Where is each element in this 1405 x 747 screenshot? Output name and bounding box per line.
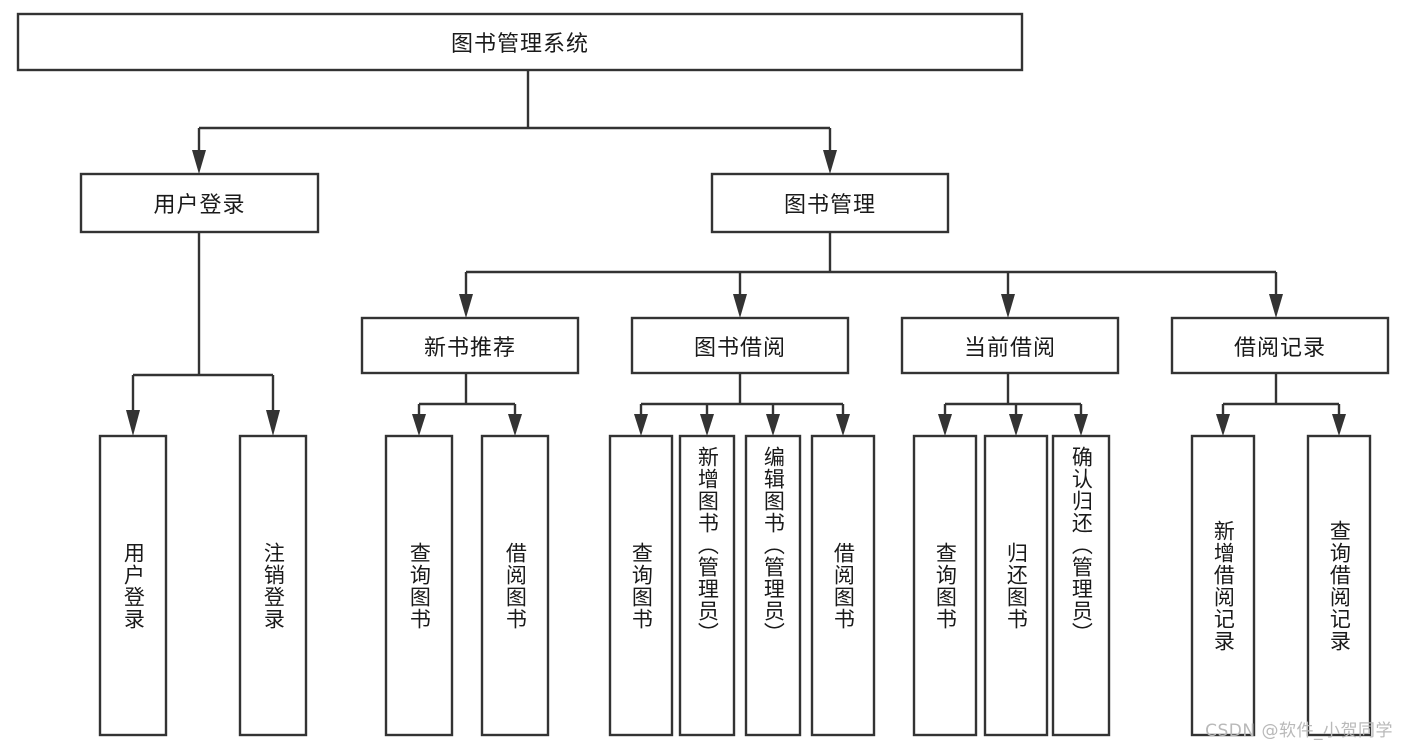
node-box-leaf-cur-query-book[interactable] [912,434,978,737]
node-box-book-borrow[interactable] [630,316,850,375]
arrow-head-book-manage [823,150,837,174]
arrow-head-leaf-borrow-edit-book [766,414,780,436]
node-box-leaf-borrow-edit-book[interactable] [744,434,802,737]
arrow-head-borrow-record [1269,294,1283,318]
arrow-head-leaf-borrow-borrow-book [836,414,850,436]
arrow-head-leaf-user-logout [266,410,280,436]
arrow-head-leaf-cur-return-book [1009,414,1023,436]
arrow-head-leaf-rec-borrow-book [508,414,522,436]
arrow-head-current-borrow [1001,294,1015,318]
arrow-head-leaf-cur-query-book [938,414,952,436]
node-box-leaf-rec-query-book[interactable] [384,434,454,737]
node-box-leaf-rec-query-record[interactable] [1306,434,1372,737]
arrow-head-book-borrow [733,294,747,318]
node-box-current-borrow[interactable] [900,316,1120,375]
arrow-head-leaf-borrow-query-book [634,414,648,436]
arrow-head-leaf-rec-query-book [412,414,426,436]
arrow-head-new-book-rec [459,294,473,318]
arrow-head-user-login [192,150,206,174]
node-box-leaf-cur-confirm-return[interactable] [1051,434,1111,737]
node-box-leaf-user-logout[interactable] [238,434,308,737]
node-box-book-manage[interactable] [710,172,950,234]
arrow-head-leaf-user-login [126,410,140,436]
node-box-leaf-user-login[interactable] [98,434,168,737]
node-box-leaf-cur-return-book[interactable] [983,434,1049,737]
node-box-leaf-rec-borrow-book[interactable] [480,434,550,737]
arrow-head-leaf-rec-add-record [1216,414,1230,436]
node-box-leaf-borrow-query-book[interactable] [608,434,674,737]
arrow-head-leaf-rec-query-record [1332,414,1346,436]
arrow-head-leaf-borrow-add-book [700,414,714,436]
arrow-head-leaf-cur-confirm-return [1074,414,1088,436]
node-box-leaf-borrow-add-book[interactable] [678,434,736,737]
node-box-new-book-rec[interactable] [360,316,580,375]
node-box-borrow-record[interactable] [1170,316,1390,375]
node-box-leaf-rec-add-record[interactable] [1190,434,1256,737]
node-box-user-login[interactable] [79,172,320,234]
node-box-leaf-borrow-borrow-book[interactable] [810,434,876,737]
node-box-root[interactable] [16,12,1024,72]
